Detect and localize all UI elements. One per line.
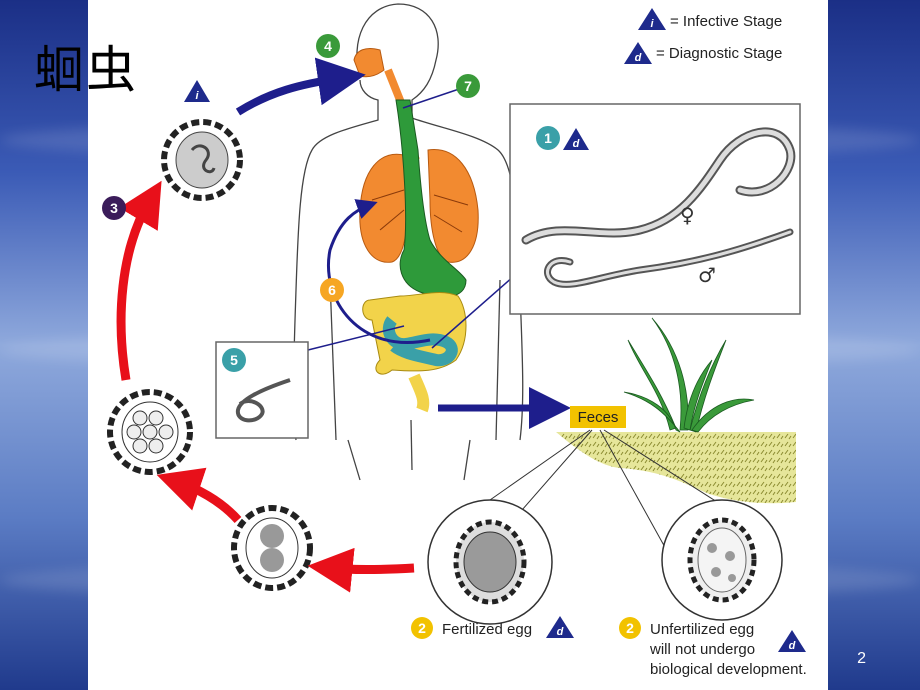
larva-box [215, 341, 309, 439]
cycle-arrow-bottom [307, 547, 415, 593]
svg-text:3: 3 [110, 200, 118, 216]
step-5-marker: 5 [222, 348, 246, 372]
svg-text:d: d [557, 626, 564, 638]
diagnostic-stage-icon: d [624, 42, 652, 64]
egg-infective [161, 119, 243, 201]
svg-text:i: i [195, 90, 199, 102]
egg-multicell [107, 389, 193, 475]
svg-text:1: 1 [544, 130, 552, 146]
step-3-marker: 3 [102, 196, 126, 220]
step-6-marker: 6 [320, 278, 344, 302]
male-symbol: ♂ [698, 263, 716, 287]
unfertilized-egg-caption: 2 Unfertilized egg will not undergo biol… [619, 617, 807, 678]
svg-text:i: i [650, 18, 654, 30]
lungs [359, 149, 479, 263]
svg-text:6: 6 [328, 282, 336, 298]
svg-text:Unfertilized egg: Unfertilized egg [650, 621, 754, 638]
svg-text:d: d [573, 138, 580, 150]
legend: i = Infective Stage d = Diagnostic Stage [624, 8, 782, 64]
migration-loop-arrow [327, 199, 431, 344]
infective-marker-egg: i [184, 80, 210, 102]
ingestion-arrow [235, 57, 366, 116]
cycle-arrow-left [156, 467, 242, 524]
step-4-marker: 4 [316, 34, 340, 58]
slide-title: 蛔虫 [34, 41, 138, 99]
svg-text:5: 5 [230, 352, 238, 368]
svg-text:2: 2 [626, 620, 634, 636]
svg-text:will not undergo: will not undergo [649, 641, 755, 658]
soil-ground [556, 432, 796, 504]
svg-text:7: 7 [464, 78, 472, 94]
svg-text:d: d [635, 52, 642, 64]
intestines [362, 291, 467, 413]
svg-text:d: d [789, 640, 796, 652]
fertilized-egg-caption: 2 Fertilized egg d [411, 616, 574, 639]
unfertilized-egg-magnified [661, 499, 783, 621]
legend-diagnostic-label: = Diagnostic Stage [656, 45, 782, 62]
page-number: 2 [857, 650, 866, 667]
legend-infective-label: = Infective Stage [670, 13, 782, 30]
female-symbol: ♀ [680, 203, 695, 227]
leader-line-1 [431, 275, 515, 349]
egg-two-cell [231, 505, 313, 591]
grass-plant [623, 317, 755, 433]
feces-label-box: Feces [570, 406, 626, 428]
fertilized-egg-magnified [427, 499, 553, 625]
cycle-arrow-up [116, 180, 162, 381]
leader-line-5 [299, 325, 405, 353]
svg-text:4: 4 [324, 38, 332, 54]
svg-text:Feces: Feces [578, 409, 619, 426]
feces-egg-lines [469, 429, 737, 561]
svg-text:biological development.: biological development. [650, 661, 807, 678]
infective-stage-icon: i [638, 8, 666, 30]
step-1-marker: 1 d [536, 126, 589, 150]
svg-text:Fertilized egg: Fertilized egg [442, 621, 532, 638]
svg-text:2: 2 [418, 620, 426, 636]
step-7-marker: 7 [456, 74, 480, 98]
